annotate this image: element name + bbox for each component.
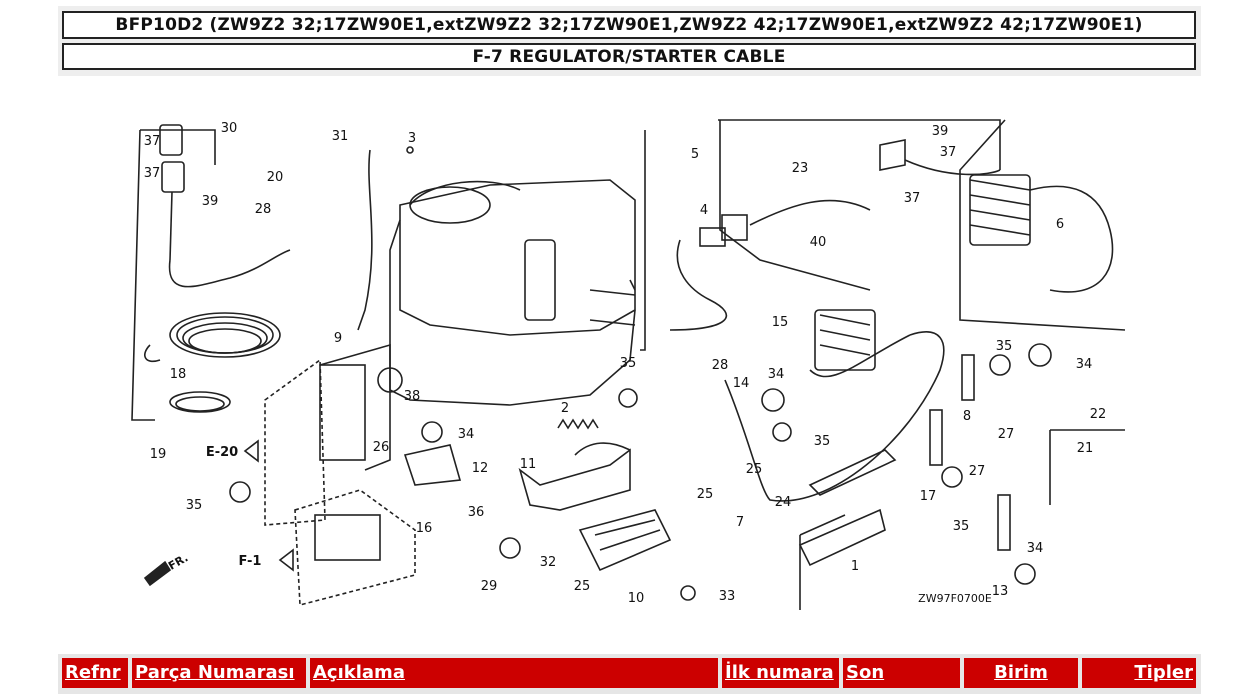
- svg-text:35: 35: [814, 434, 831, 449]
- svg-text:5: 5: [691, 147, 699, 162]
- svg-text:26: 26: [373, 440, 390, 455]
- svg-text:2: 2: [561, 401, 569, 416]
- svg-text:12: 12: [472, 461, 489, 476]
- svg-text:7: 7: [736, 515, 744, 530]
- parts-diagram: ZW97F0700E E-20 F-1 FR. 1 2 3 4 5 6 7 8 …: [131, 119, 1126, 610]
- section-title: F-7 REGULATOR/STARTER CABLE: [62, 43, 1196, 70]
- svg-text:25: 25: [574, 579, 591, 594]
- svg-text:18: 18: [170, 367, 187, 382]
- svg-text:37: 37: [144, 166, 161, 181]
- svg-text:34: 34: [768, 367, 785, 382]
- svg-text:15: 15: [772, 315, 789, 330]
- svg-text:37: 37: [904, 191, 921, 206]
- svg-text:34: 34: [1027, 541, 1044, 556]
- svg-text:34: 34: [1076, 357, 1093, 372]
- svg-text:21: 21: [1077, 441, 1094, 456]
- svg-text:9: 9: [334, 331, 342, 346]
- svg-text:35: 35: [620, 356, 637, 371]
- svg-text:F-1: F-1: [239, 554, 262, 569]
- svg-text:25: 25: [697, 487, 714, 502]
- svg-text:17: 17: [920, 489, 937, 504]
- svg-text:14: 14: [733, 376, 750, 391]
- column-refnr[interactable]: Refnr: [62, 658, 128, 688]
- svg-text:24: 24: [775, 495, 792, 510]
- column-son[interactable]: Son: [843, 658, 960, 688]
- column-parca-numarasi[interactable]: Parça Numarası: [132, 658, 306, 688]
- svg-text:8: 8: [963, 409, 971, 424]
- svg-text:25: 25: [746, 462, 763, 477]
- svg-text:31: 31: [332, 129, 349, 144]
- svg-text:35: 35: [953, 519, 970, 534]
- svg-text:36: 36: [468, 505, 485, 520]
- svg-text:38: 38: [404, 389, 421, 404]
- svg-text:FR.: FR.: [166, 551, 190, 572]
- svg-text:19: 19: [150, 447, 167, 462]
- column-ilk-numara[interactable]: İlk numara: [722, 658, 839, 688]
- svg-text:13: 13: [992, 584, 1009, 599]
- svg-text:28: 28: [712, 358, 729, 373]
- svg-text:20: 20: [267, 170, 284, 185]
- svg-text:16: 16: [416, 521, 433, 536]
- svg-text:4: 4: [700, 203, 708, 218]
- svg-text:35: 35: [186, 498, 203, 513]
- svg-text:30: 30: [221, 121, 238, 136]
- svg-text:27: 27: [969, 464, 986, 479]
- svg-text:29: 29: [481, 579, 498, 594]
- svg-text:28: 28: [255, 202, 272, 217]
- svg-text:35: 35: [996, 339, 1013, 354]
- svg-text:6: 6: [1056, 217, 1064, 232]
- svg-text:23: 23: [792, 161, 809, 176]
- column-aciklama[interactable]: Açıklama: [310, 658, 718, 688]
- svg-text:1: 1: [851, 559, 859, 574]
- model-title: BFP10D2 (ZW9Z2 32;17ZW90E1,extZW9Z2 32;1…: [62, 11, 1196, 39]
- svg-text:ZW97F0700E: ZW97F0700E: [918, 592, 992, 605]
- svg-text:33: 33: [719, 589, 736, 604]
- column-birim[interactable]: Birim: [964, 658, 1078, 688]
- svg-text:34: 34: [458, 427, 475, 442]
- svg-text:E-20: E-20: [206, 445, 238, 460]
- svg-text:11: 11: [520, 457, 537, 472]
- svg-text:27: 27: [998, 427, 1015, 442]
- svg-text:10: 10: [628, 591, 645, 606]
- svg-text:37: 37: [940, 145, 957, 160]
- svg-text:37: 37: [144, 134, 161, 149]
- svg-text:39: 39: [932, 124, 949, 139]
- svg-text:3: 3: [408, 131, 416, 146]
- column-tipler[interactable]: Tipler: [1082, 658, 1196, 688]
- svg-text:39: 39: [202, 194, 219, 209]
- svg-text:22: 22: [1090, 407, 1107, 422]
- svg-text:40: 40: [810, 235, 827, 250]
- svg-text:32: 32: [540, 555, 557, 570]
